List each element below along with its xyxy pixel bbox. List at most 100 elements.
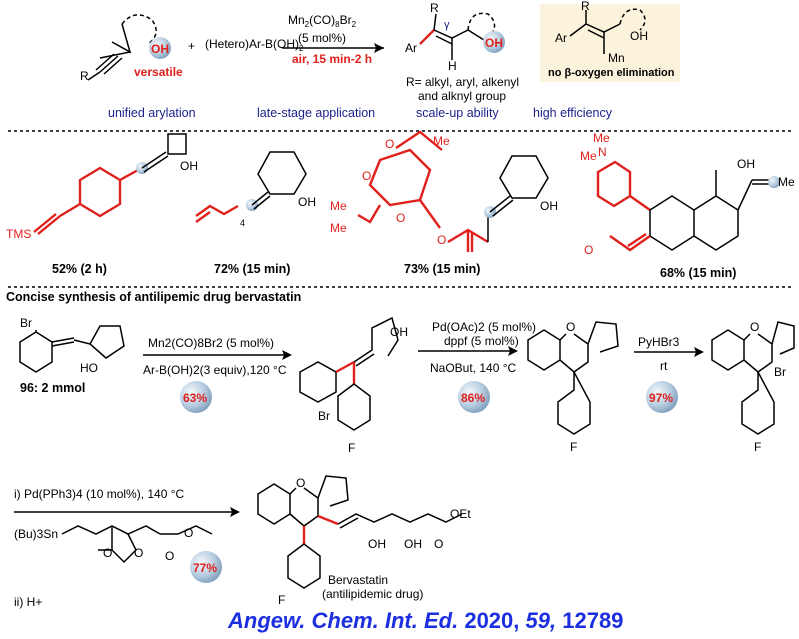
r-label-product: R xyxy=(430,1,439,15)
o-label-int2: O xyxy=(566,320,575,334)
o-label-stannane-a: O xyxy=(103,546,112,560)
n-label: N xyxy=(598,145,607,159)
intermediate-2: O F xyxy=(527,320,619,454)
o-label-ex3c: O xyxy=(396,211,405,225)
synthesis-title: Concise synthesis of antilipemic drug be… xyxy=(6,290,301,304)
keywords-row: unified arylation late-stage application… xyxy=(108,106,613,120)
starting-material-label: 96: 2 mmol xyxy=(20,381,85,395)
scheme1-conditions: Mn2(CO)8Br2 (5 mol%) air, 15 min-2 h xyxy=(282,13,384,66)
step4-conditions-i: i) Pd(PPh3)4 (10 mol%), 140 °C xyxy=(14,487,185,501)
r-definition-2: and alknyl group xyxy=(418,89,506,103)
o-label-stannane-d: O xyxy=(184,526,193,540)
f-label-int2: F xyxy=(570,440,577,454)
boronic-acid-reagent: (Hetero)Ar-B(OH)2 xyxy=(205,37,304,53)
yield-bubble-3 xyxy=(646,381,678,413)
step3-conditions-top: PyHBr3 xyxy=(638,335,680,349)
product-description: (antilipidemic drug) xyxy=(322,587,423,601)
br-label-int3: Br xyxy=(774,365,786,379)
me-label-ex3a: Me xyxy=(433,134,450,148)
r-label: R xyxy=(80,69,89,83)
yield-bubble-4 xyxy=(190,551,222,583)
citation: Angew. Chem. Int. Ed. 2020, 59, 12789 xyxy=(227,608,623,633)
ar-label-intermediate: Ar xyxy=(555,31,567,45)
citation-text: Angew. Chem. Int. Ed. 2020, 59, 12789 xyxy=(227,608,623,633)
yield-ex2: 72% (15 min) xyxy=(214,262,290,276)
bervastatin-product: O OH OH O OEt F Bervastatin (antilipidem… xyxy=(257,475,471,607)
step2-conditions-bottom: NaOBut, 140 °C xyxy=(430,361,517,375)
step4: i) Pd(PPh3)4 (10 mol%), 140 °C (Bu)3Sn O… xyxy=(14,487,240,609)
step3-conditions-bottom: rt xyxy=(660,359,668,373)
starting-material: Br HO 96: 2 mmol xyxy=(19,316,125,395)
step1-conditions-top: Mn2(CO)8Br2 (5 mol%) xyxy=(148,336,274,350)
step2-yield: 86% xyxy=(461,391,485,405)
me-label-ex4c: Me xyxy=(778,175,795,189)
ar-label: Ar xyxy=(405,41,417,55)
catalyst-loading: (5 mol%) xyxy=(298,31,346,45)
oh-label-product: OH xyxy=(485,36,503,50)
intermediate-3: O Br F xyxy=(711,320,795,454)
o-label-ex3d: O xyxy=(437,233,446,247)
alkyne-bubble-4 xyxy=(768,176,780,188)
step3: PyHBr3 rt 97% xyxy=(634,335,704,413)
o-label-ex3b: O xyxy=(362,169,371,183)
me-label-ex4b: Me xyxy=(580,149,597,163)
no-beta-elimination-label: no β-oxygen elimination xyxy=(548,67,675,79)
oh-label-ex2: OH xyxy=(298,195,316,209)
h-label: H xyxy=(448,59,457,73)
br-label-sm: Br xyxy=(20,316,32,330)
oh-label-ex1: OH xyxy=(180,159,198,173)
step1: Mn2(CO)8Br2 (5 mol%) Ar-B(OH)2(3 equiv),… xyxy=(143,336,292,413)
oh-label-ex4: OH xyxy=(737,157,755,171)
chain-subscript: 4 xyxy=(240,218,245,228)
r-label-intermediate: R xyxy=(581,0,590,13)
example-2: 4 OH 72% (15 min) xyxy=(195,151,316,276)
r-definition-1: R= alkyl, aryl, alkenyl xyxy=(406,75,519,89)
f-label-int3: F xyxy=(754,440,761,454)
me-label-ex3b: Me xyxy=(330,199,347,213)
oh-label-int1: OH xyxy=(390,325,408,339)
oh-highlight-bubble xyxy=(149,37,171,59)
oh-highlight-bubble-product xyxy=(483,31,505,53)
example-3: O O Me Me Me O O OH 73% (15 min) xyxy=(330,130,558,276)
step2-conditions-mid: dppf (5 mol%) xyxy=(444,334,519,348)
oh-label-intermediate: OH xyxy=(630,29,648,43)
intermediate-1: Br OH F xyxy=(299,316,408,455)
oet-label: OEt xyxy=(450,507,471,521)
me-label-ex3c: Me xyxy=(330,221,347,235)
example-1: TMS OH 52% (2 h) xyxy=(6,133,198,276)
f-label-product: F xyxy=(278,593,285,607)
o-label-int3: O xyxy=(750,320,759,334)
oh-label-product-a: OH xyxy=(368,537,386,551)
keyword-efficiency: high efficiency xyxy=(533,106,613,120)
scheme1-reactant: OH R versatile xyxy=(80,14,183,83)
me-label-ex4a: Me xyxy=(593,131,610,145)
product-name: Bervastatin xyxy=(328,573,388,587)
o-label-product: O xyxy=(296,476,305,490)
yield-bubble-1 xyxy=(180,381,212,413)
keyword-scale-up: scale-up ability xyxy=(416,106,499,120)
example-4: Me Me N O OH Me 68% (15 min) xyxy=(580,131,795,280)
step4-yield: 77% xyxy=(193,561,217,575)
oh-label-product-b: OH xyxy=(404,537,422,551)
o-label-ex4: O xyxy=(584,243,593,257)
yield-bubble-2 xyxy=(458,381,490,413)
step4-conditions-ii: ii) H+ xyxy=(14,595,42,609)
oh-label-ex3: OH xyxy=(540,199,558,213)
stannane-label: (Bu)3Sn xyxy=(14,527,58,541)
mechanism-box: Ar R OH Mn no β-oxygen elimination xyxy=(540,0,680,82)
step2-conditions-top: Pd(OAc)2 (5 mol%) xyxy=(432,320,536,334)
gamma-label: γ xyxy=(444,19,450,31)
step1-conditions-bottom: Ar-B(OH)2(3 equiv),120 °C xyxy=(143,363,287,377)
o-label-product-ester: O xyxy=(434,537,443,551)
step2: Pd(OAc)2 (5 mol%) dppf (5 mol%) NaOBut, … xyxy=(418,320,536,413)
yield-ex3: 73% (15 min) xyxy=(404,262,480,276)
o-label-stannane-c: O xyxy=(165,549,174,563)
br-label-int1: Br xyxy=(318,409,330,423)
tms-label: TMS xyxy=(6,227,31,241)
oh-label: OH xyxy=(151,42,169,56)
yield-ex1: 52% (2 h) xyxy=(52,262,107,276)
step3-yield: 97% xyxy=(649,391,673,405)
o-label-ex3a: O xyxy=(385,137,394,151)
ho-label-sm: HO xyxy=(80,361,98,375)
versatile-label: versatile xyxy=(134,65,183,79)
